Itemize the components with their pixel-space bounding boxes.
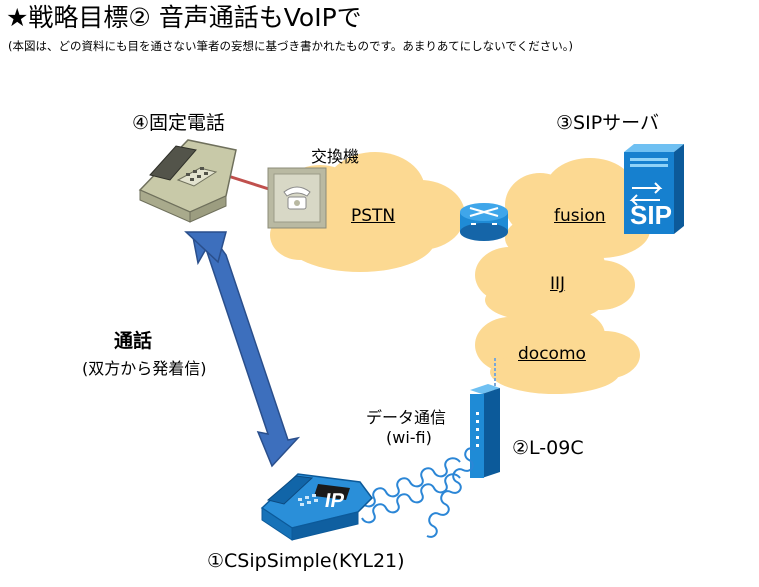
ip-badge: IP (323, 490, 346, 512)
page-subtitle: (本図は、どの資料にも目を通さない筆者の妄想に基づき書かれたものです。あまりあて… (8, 39, 573, 53)
fusion-label: fusion (554, 206, 606, 226)
sip-badge: SIP (630, 200, 672, 230)
docomo-cloud (475, 307, 640, 394)
exchange-icon (267, 167, 327, 229)
ip-phone-label: ①CSipSimple(KYL21) (207, 550, 405, 572)
fixed-phone-label: ④固定電話 (132, 112, 226, 134)
sip-server-label: ③SIPサーバ (556, 112, 659, 134)
iij-label: IIJ (550, 274, 566, 294)
exchange-label: 交換機 (311, 147, 360, 166)
call-note: (双方から発着信) (82, 359, 207, 378)
l09c-router-icon (470, 358, 500, 478)
pstn-label: PSTN (351, 206, 396, 226)
docomo-label: docomo (518, 344, 586, 364)
router-label: ②L-09C (512, 437, 584, 459)
data-link-title: データ通信 (366, 408, 447, 427)
router-icon (460, 203, 508, 241)
page-title: ★戦略目標② 音声通話もVoIPで (6, 3, 362, 32)
ip-phone-icon (260, 473, 373, 541)
call-double-arrow (184, 231, 301, 468)
fixed-phone-icon (138, 139, 237, 223)
fixed-line-link (227, 174, 273, 192)
sip-server-icon (624, 144, 684, 234)
data-link-note: (wi-fi) (386, 428, 432, 447)
call-title: 通話 (114, 330, 153, 352)
